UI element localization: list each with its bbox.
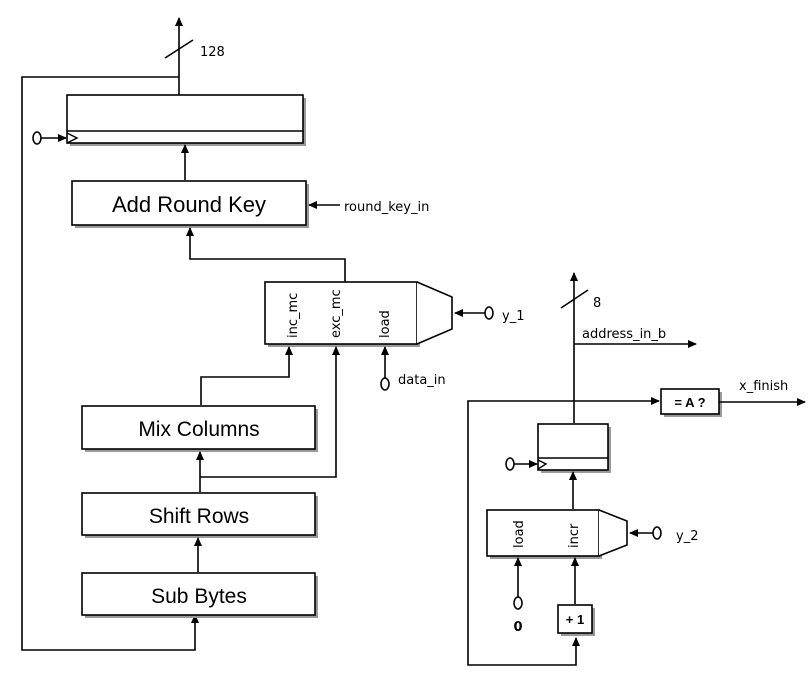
bus-slash-8 (560, 289, 589, 309)
zero-const-port (513, 596, 523, 610)
data-in-port (380, 377, 390, 391)
bus-slash-128 (164, 39, 194, 59)
y1-select-port (484, 306, 494, 320)
add-round-key-label: Add Round Key (112, 192, 266, 217)
mux-to-ark-wire (186, 227, 346, 282)
address-in-b-label: address_in_b (582, 327, 666, 342)
feedback-wire (21, 76, 199, 651)
compare-label: = A ? (674, 395, 705, 410)
counter-mux: load incr (486, 509, 628, 559)
mix-columns-to-mux-wire (200, 346, 293, 405)
counter-register (537, 423, 611, 473)
counter-mux-input-incr: incr (567, 523, 582, 548)
clock-input-port (32, 131, 42, 145)
shift-rows-block: Shift Rows (81, 492, 318, 538)
x-finish-label: x_finish (739, 379, 788, 394)
counter-clock-port (505, 457, 515, 471)
shift-rows-label: Shift Rows (149, 505, 249, 528)
mux-input-load: load (378, 310, 393, 338)
sub-bytes-block: Sub Bytes (81, 572, 318, 618)
add-round-key-block: Add Round Key (71, 180, 309, 228)
main-mux: inc_mc exc_mc load (264, 281, 453, 347)
plus-one-block: + 1 (557, 604, 595, 636)
mix-columns-block: Mix Columns (81, 405, 318, 452)
data-in-label: data_in (398, 373, 446, 388)
mux-input-exc-mc: exc_mc (329, 289, 344, 338)
counter-feedback-wire (467, 400, 580, 666)
y2-select-label: y_2 (676, 529, 698, 544)
bus-width-8-label: 8 (593, 296, 601, 311)
zero-const-label: 0 (513, 620, 522, 635)
round-key-in-label: round_key_in (344, 200, 429, 215)
bus-width-128-label: 128 (200, 45, 225, 60)
state-register (66, 94, 306, 146)
mix-columns-label: Mix Columns (138, 418, 259, 441)
sub-bytes-label: Sub Bytes (151, 585, 247, 608)
y2-select-port (652, 526, 662, 540)
plus-one-label: + 1 (566, 612, 584, 627)
mux-input-inc-mc: inc_mc (286, 293, 301, 338)
compare-block: = A ? (660, 388, 722, 417)
shift-rows-to-mux-wire (200, 346, 340, 478)
counter-mux-input-load: load (512, 520, 527, 548)
y1-select-label: y_1 (502, 309, 524, 324)
